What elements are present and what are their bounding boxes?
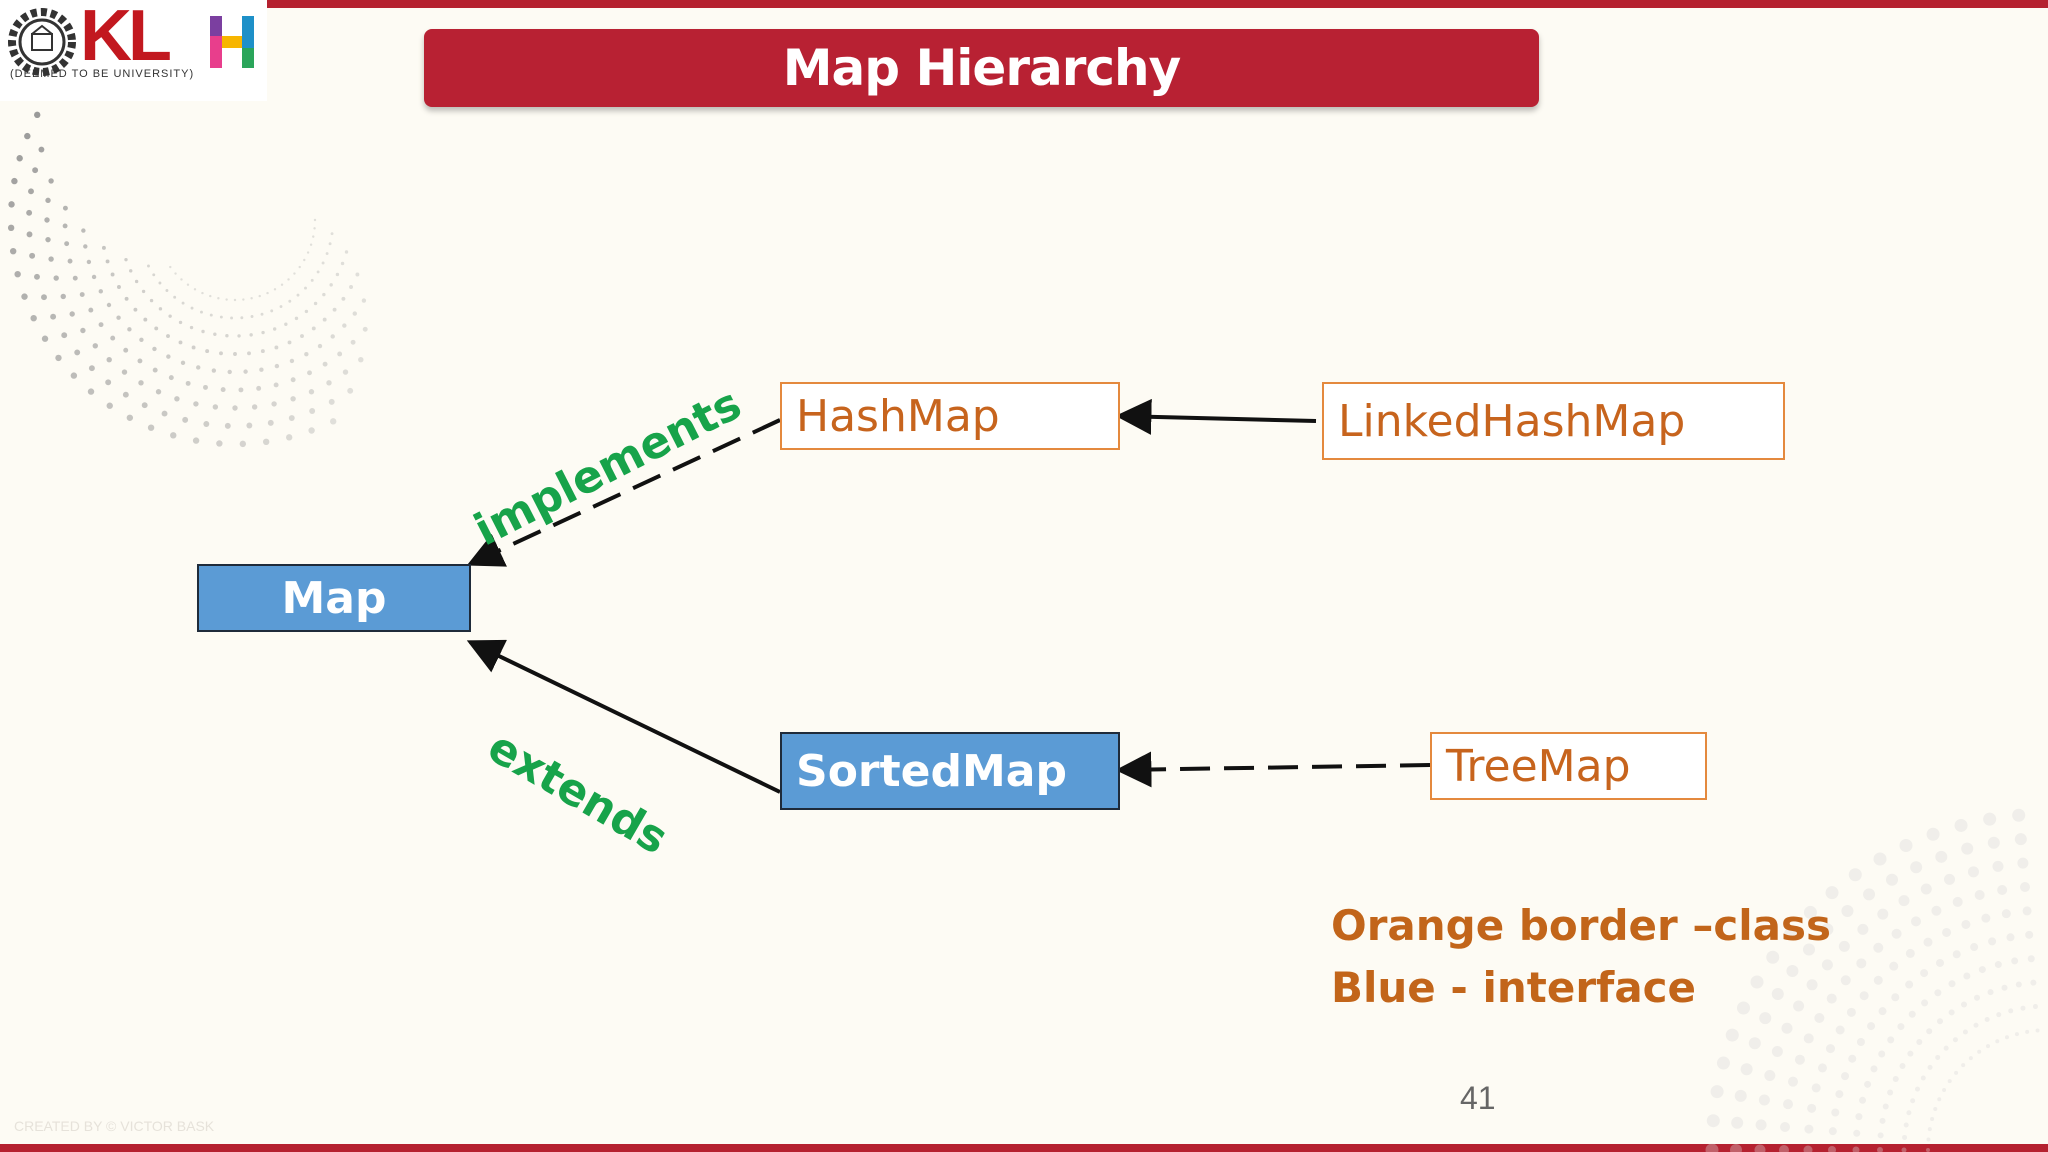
node-linkedhashmap: LinkedHashMap [1322,382,1785,460]
node-sortedmap-label: SortedMap [796,745,1067,797]
edge-treemap-implements-sortedmap [1115,751,1431,788]
logo-wordmark: KL [80,0,172,76]
footer-credit: CREATED BY © VICTOR BASK [14,1118,215,1134]
edge-linkedhashmap-extends-hashmap [1115,398,1317,435]
logo-subtitle: (DEEMED TO BE UNIVERSITY) [10,68,195,80]
node-map: Map [197,564,471,632]
edge-sortedmap-extends-map [466,639,781,794]
page-number: 41 [1460,1080,1496,1116]
edge-hashmap-implements-map [466,418,781,567]
gear-emblem-icon [8,8,76,76]
node-hashmap-label: HashMap [796,390,1000,442]
legend-interface-line: Blue - interface [1331,963,1697,1012]
legend-class-line: Orange border –class [1331,901,1831,950]
node-treemap-label: TreeMap [1446,740,1631,792]
bottom-accent-bar [0,1144,2048,1152]
top-accent-bar [267,0,2048,8]
university-logo: KL (DEEMED TO BE UNIVERSITY) [0,0,267,101]
legend: Orange border –class Blue - interface [1331,895,1831,1019]
title-banner: Map Hierarchy [424,29,1539,107]
node-treemap: TreeMap [1430,732,1707,800]
logo-h-mark-icon [210,16,254,68]
node-hashmap: HashMap [780,382,1120,450]
node-map-label: Map [281,572,387,624]
node-linkedhashmap-label: LinkedHashMap [1338,395,1686,447]
page-title: Map Hierarchy [782,39,1181,97]
node-sortedmap: SortedMap [780,732,1120,810]
